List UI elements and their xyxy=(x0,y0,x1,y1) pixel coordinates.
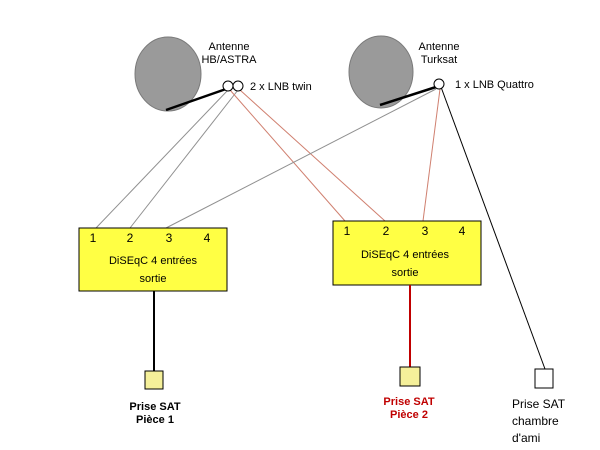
switch-left-title: DiSEqC 4 entrées xyxy=(109,255,198,267)
dish-right-icon xyxy=(348,35,414,109)
dish-left-arm xyxy=(165,87,227,112)
outlet-room1-icon xyxy=(144,370,164,390)
outlet-friend-icon xyxy=(534,368,554,389)
cable-right-lnb-to-right-port3 xyxy=(422,88,441,222)
switch-right-title: DiSEqC 4 entrées xyxy=(361,249,450,261)
switch-left-port-4: 4 xyxy=(204,231,211,245)
switch-left-box xyxy=(78,227,228,292)
antenna-right-label-1: Antenne xyxy=(419,41,460,53)
lnb-twin-icon-b xyxy=(232,80,244,92)
switch-right-port-4: 4 xyxy=(459,224,466,238)
outlet-friend-label-1: Prise SAT xyxy=(512,397,566,411)
outlet-room2-label-2: Pièce 2 xyxy=(390,409,428,421)
switch-right-box xyxy=(332,220,482,286)
antenna-left-label-1: Antenne xyxy=(209,41,250,53)
switch-right-port-3: 3 xyxy=(422,224,429,238)
cable-left-lnb-to-right-port1 xyxy=(229,89,346,222)
lnb-right-label: 1 x LNB Quattro xyxy=(455,79,534,91)
switch-left-port-3: 3 xyxy=(166,231,173,245)
lnb-left-label: 2 x LNB twin xyxy=(250,81,312,93)
outlet-room2-label-1: Prise SAT xyxy=(383,396,434,408)
antenna-right-label-2: Turksat xyxy=(421,54,457,66)
outlet-room1-label-2: Pièce 1 xyxy=(136,414,174,426)
cable-left-lnb-to-left-port1 xyxy=(95,89,229,229)
outlet-friend-label-2: chambre xyxy=(512,414,559,428)
switch-right-output: sortie xyxy=(392,267,419,279)
lnb-quattro-icon xyxy=(433,78,445,90)
outlet-friend-label-3: d'ami xyxy=(512,431,540,445)
cable-left-lnb-to-right-port2 xyxy=(239,89,386,222)
cable-right-lnb-to-friend-outlet xyxy=(440,86,546,370)
outlet-room2-icon xyxy=(399,366,421,387)
lnb-twin-icon-a xyxy=(222,80,234,92)
cable-left-lnb-to-left-port2 xyxy=(129,89,239,229)
switch-right-port-1: 1 xyxy=(344,224,351,238)
switch-right-port-2: 2 xyxy=(383,224,390,238)
dish-left-icon xyxy=(134,36,202,112)
switch-left-output: sortie xyxy=(140,273,167,285)
cable-right-lnb-to-left-port3 xyxy=(165,88,437,229)
antenna-left-label-2: HB/ASTRA xyxy=(201,54,257,66)
switch-left-port-2: 2 xyxy=(127,231,134,245)
switch-left-port-1: 1 xyxy=(90,231,97,245)
dish-right-arm xyxy=(379,85,437,107)
outlet-room1-label-1: Prise SAT xyxy=(129,401,180,413)
